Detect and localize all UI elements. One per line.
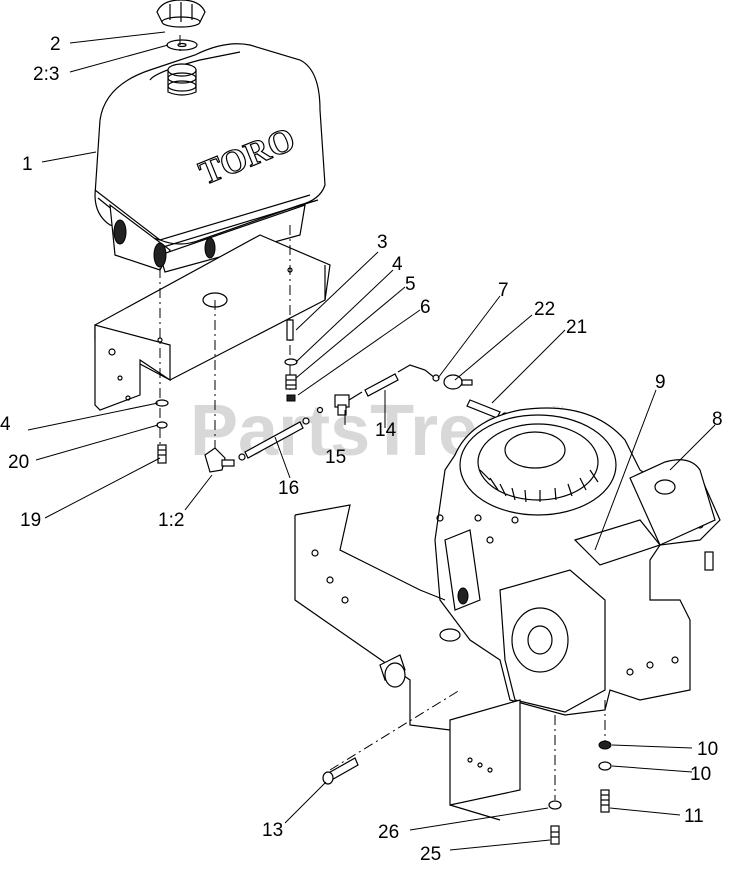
callout-3: 3: [377, 232, 388, 253]
callout-13: 13: [262, 820, 283, 841]
callout-16: 16: [278, 478, 299, 499]
muffler: [629, 459, 716, 571]
engine-deck: [294, 504, 521, 821]
fuel-cap: [156, 0, 206, 51]
alignment-line: [329, 689, 461, 771]
callout-20: 20: [8, 452, 29, 473]
fuel-hose: [364, 364, 440, 397]
fuel-hose: [238, 417, 310, 461]
tank-support-bracket: [94, 234, 331, 411]
callout-4: 4: [392, 254, 403, 275]
engine-mount-stud: [322, 757, 359, 785]
callout-25: 25: [420, 844, 441, 865]
leader-lines: [27, 31, 716, 851]
fuel-shutoff-valve: [204, 447, 235, 473]
fuel-tee-fitting: [316, 391, 363, 416]
callout-10-upper: 10: [697, 739, 718, 760]
callout-2-3: 2:3: [33, 64, 59, 85]
callout-22: 22: [534, 299, 555, 320]
callout-10-lower: 10: [690, 764, 711, 785]
callout-9: 9: [655, 372, 666, 393]
callout-labels: 2 2:3 1 3 4 5 6 7 22 21 9 8 4 20 19 14 1…: [0, 34, 723, 865]
callout-5: 5: [405, 274, 416, 295]
callout-19: 19: [20, 510, 41, 531]
callout-7: 7: [498, 280, 509, 301]
callout-6: 6: [420, 297, 431, 318]
fuel-tank: TORO: [94, 43, 326, 273]
callout-15: 15: [325, 447, 346, 468]
engine: [434, 407, 721, 716]
callout-4-left: 4: [0, 414, 11, 435]
callout-1-2: 1:2: [158, 510, 184, 531]
callout-8: 8: [712, 409, 723, 430]
callout-26: 26: [378, 822, 399, 843]
callout-21: 21: [566, 317, 587, 338]
engine-mount-hardware: [598, 740, 612, 813]
callout-1: 1: [22, 154, 33, 175]
left-fasteners: [155, 399, 169, 464]
callout-14: 14: [375, 420, 397, 441]
deck-fasteners: [548, 800, 562, 845]
callout-11: 11: [684, 806, 704, 827]
stud-stack: [284, 319, 298, 402]
callout-2: 2: [50, 34, 61, 55]
